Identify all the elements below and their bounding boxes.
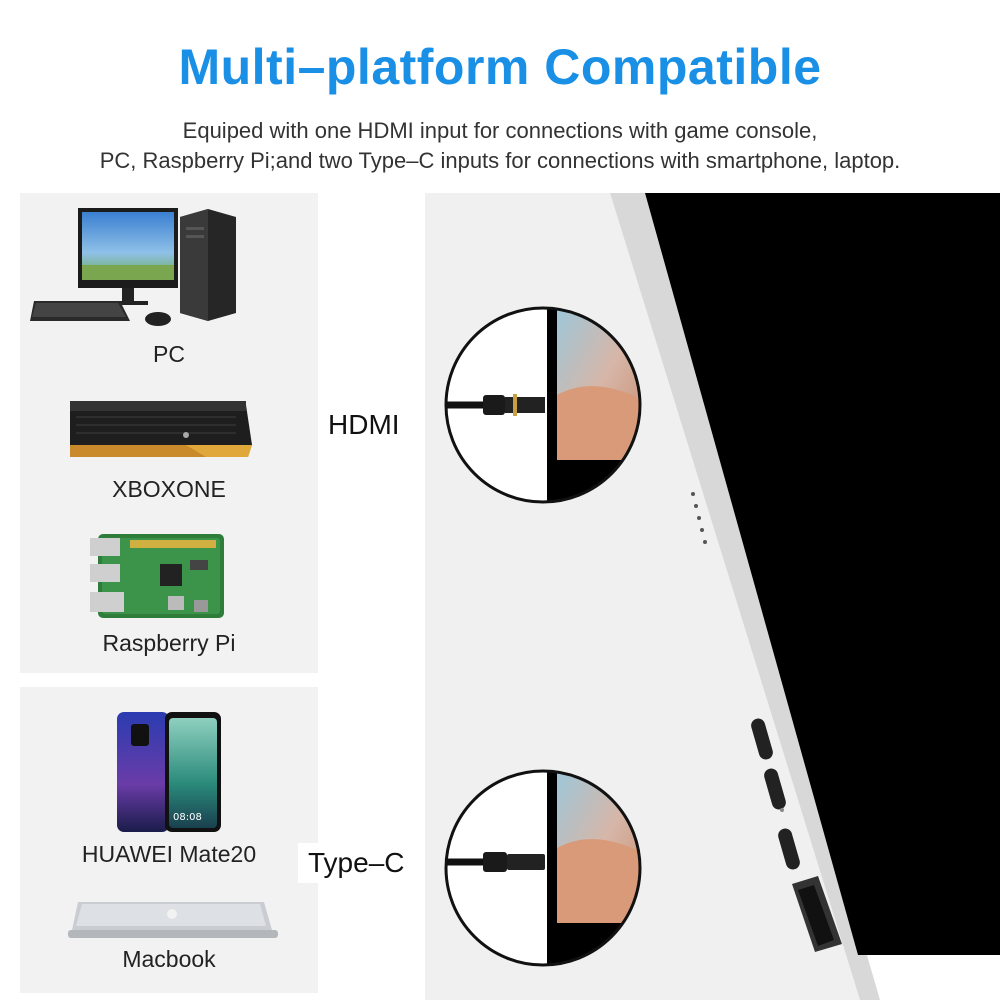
typec-port-icon xyxy=(751,718,800,870)
laptop-icon xyxy=(68,902,278,938)
desktop-pc-icon xyxy=(30,208,236,326)
hdmi-port-icon xyxy=(792,876,842,952)
game-console-icon xyxy=(70,401,252,457)
device-label-xboxone: XBOXONE xyxy=(112,476,226,502)
hdmi-zoom-circle xyxy=(444,306,642,504)
subtitle-line-2: PC, Raspberry Pi;and two Type–C inputs f… xyxy=(99,148,901,173)
device-label-pc: PC xyxy=(153,341,185,367)
typec-connector-label: Type–C xyxy=(298,843,415,883)
device-label-macbook: Macbook xyxy=(122,946,216,972)
device-label-raspberry-pi: Raspberry Pi xyxy=(102,630,236,656)
subtitle-line-1: Equiped with one HDMI input for connecti… xyxy=(182,118,818,143)
device-label-huawei-mate20: HUAWEI Mate20 xyxy=(81,841,257,867)
page-title: Multi–platform Compatible xyxy=(178,39,822,95)
hdmi-connector-label: HDMI xyxy=(318,405,410,445)
typec-zoom-circle xyxy=(444,769,642,967)
raspberry-pi-board-icon xyxy=(90,534,224,618)
svg-text:08:08: 08:08 xyxy=(173,812,202,823)
smartphone-icon: 08:08 xyxy=(117,712,221,832)
